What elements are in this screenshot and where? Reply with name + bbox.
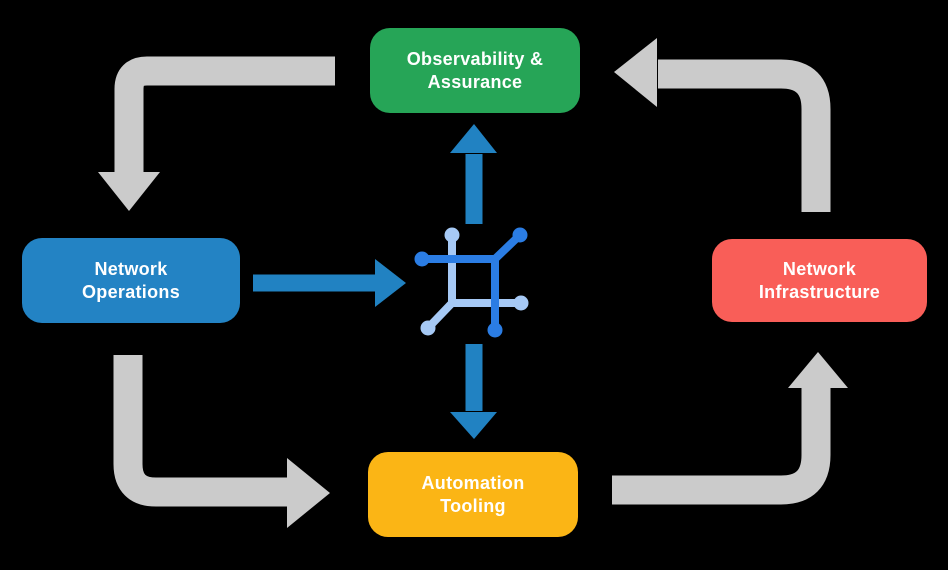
arrow-center-to-automation [450,344,497,439]
arrow-observability-to-operations [98,56,335,211]
node-label: Observability & Assurance [406,48,544,92]
node-label: Network Operations [81,258,181,302]
node-automation-tooling: Automation Tooling [368,452,578,537]
arrow-operations-to-center [253,259,406,307]
arrow-infrastructure-to-observability [614,38,831,212]
node-network-operations: Network Operations [22,238,240,323]
network-fabric-icon-dark-nodes [414,227,528,338]
arrow-center-to-observability [450,124,497,224]
network-fabric-icon [414,227,529,338]
node-label: Automation Tooling [421,472,525,516]
arrow-automation-to-infrastructure [612,352,848,505]
node-observability-assurance: Observability & Assurance [370,28,580,113]
node-network-infrastructure: Network Infrastructure [712,239,927,322]
arrow-operations-to-automation [113,355,330,528]
node-label: Network Infrastructure [758,258,881,302]
